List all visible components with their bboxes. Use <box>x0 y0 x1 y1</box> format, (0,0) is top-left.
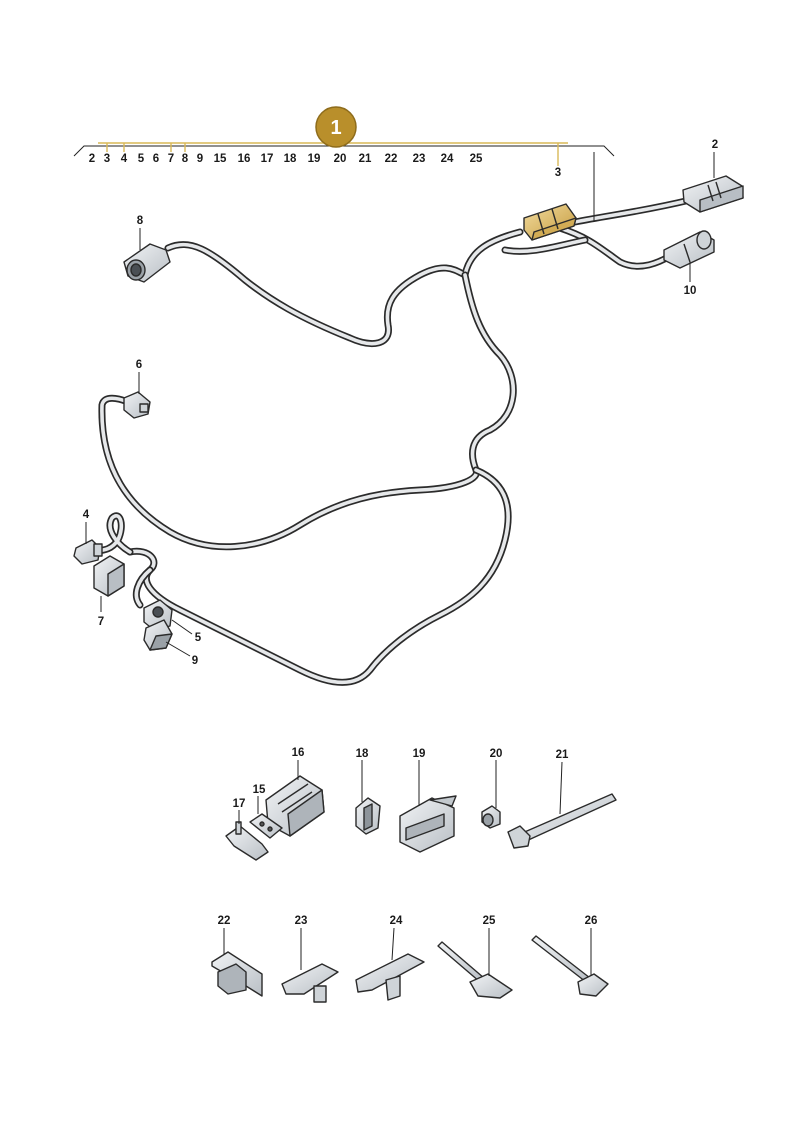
callout-17[interactable]: 17 <box>233 798 246 810</box>
part-20-grommet[interactable] <box>481 805 501 829</box>
connector-8[interactable] <box>123 243 171 283</box>
part-21-cable-tie[interactable] <box>507 793 617 849</box>
ref-number: 17 <box>261 153 274 165</box>
connector-7[interactable] <box>93 555 125 597</box>
callout-8[interactable]: 8 <box>137 215 144 227</box>
connector-4[interactable] <box>73 539 103 565</box>
ref-number: 21 <box>359 153 372 165</box>
row2-callouts: 22 23 24 25 26 <box>218 915 598 927</box>
part-26-tie-clip[interactable] <box>531 935 609 997</box>
ref-number: 15 <box>214 153 227 165</box>
ref-number: 5 <box>138 153 145 165</box>
ref-number: 6 <box>153 153 159 165</box>
callout-10[interactable]: 10 <box>684 285 697 297</box>
row1-callouts: 16 15 17 18 19 20 21 <box>233 747 569 810</box>
ref-number: 16 <box>238 153 251 165</box>
connector-9[interactable] <box>143 619 173 651</box>
callout-25[interactable]: 25 <box>483 915 496 927</box>
callout-24[interactable]: 24 <box>390 915 403 927</box>
ref-number: 19 <box>308 153 321 165</box>
callout-22[interactable]: 22 <box>218 915 231 927</box>
callout-19[interactable]: 19 <box>413 748 426 760</box>
connector-10[interactable] <box>663 230 715 269</box>
callout-6[interactable]: 6 <box>136 359 142 371</box>
callout-21[interactable]: 21 <box>556 749 569 761</box>
ref-number: 24 <box>441 153 454 165</box>
callout-26[interactable]: 26 <box>585 915 598 927</box>
assembly-ref-numbers: 2 3 4 5 6 7 8 9 15 16 17 18 19 20 21 22 … <box>89 153 483 165</box>
ref-number: 22 <box>385 153 398 165</box>
row1-leader-lines <box>238 760 563 824</box>
ref-number: 2 <box>89 153 95 165</box>
callout-18[interactable]: 18 <box>356 748 369 760</box>
ref-number: 25 <box>470 153 483 165</box>
connector-2[interactable] <box>682 175 744 213</box>
ref-number: 4 <box>121 153 128 165</box>
ref-number: 9 <box>197 153 203 165</box>
connector-6[interactable] <box>123 391 151 419</box>
part-16-connector-housing[interactable] <box>265 775 325 837</box>
main-badge[interactable]: 1 <box>315 106 357 148</box>
part-22-bracket-clip[interactable] <box>211 951 263 997</box>
callout-4[interactable]: 4 <box>83 509 90 521</box>
callout-16[interactable]: 16 <box>292 747 305 759</box>
callout-23[interactable]: 23 <box>295 915 308 927</box>
connector-3[interactable] <box>523 203 577 241</box>
callout-3[interactable]: 3 <box>555 167 561 179</box>
part-23-edge-clip[interactable] <box>281 963 339 1003</box>
row2-leader-lines <box>223 927 592 976</box>
callout-5[interactable]: 5 <box>195 632 202 644</box>
ref-number: 23 <box>413 153 426 165</box>
harness-leader-lines <box>85 152 715 657</box>
callout-7[interactable]: 7 <box>98 616 104 628</box>
callout-20[interactable]: 20 <box>490 748 503 760</box>
main-badge-label: 1 <box>330 117 341 139</box>
part-24-plate-clip[interactable] <box>355 953 425 1001</box>
part-18-clip[interactable] <box>355 797 381 835</box>
callout-2[interactable]: 2 <box>712 139 718 151</box>
callout-15[interactable]: 15 <box>253 784 266 796</box>
ref-number: 18 <box>284 153 297 165</box>
callout-9[interactable]: 9 <box>192 655 198 667</box>
ref-number: 7 <box>168 153 174 165</box>
ref-number: 3 <box>104 153 110 165</box>
harness-callouts: 2 3 4 5 6 7 8 9 10 <box>83 139 718 667</box>
wiring-harness-icon <box>86 196 694 686</box>
part-19-holder[interactable] <box>399 795 457 853</box>
part-15-seal[interactable] <box>249 813 283 839</box>
ref-number: 8 <box>182 153 189 165</box>
part-25-tie-clip[interactable] <box>437 941 513 999</box>
ref-number: 20 <box>334 153 347 165</box>
part-17-lock[interactable] <box>225 821 269 861</box>
